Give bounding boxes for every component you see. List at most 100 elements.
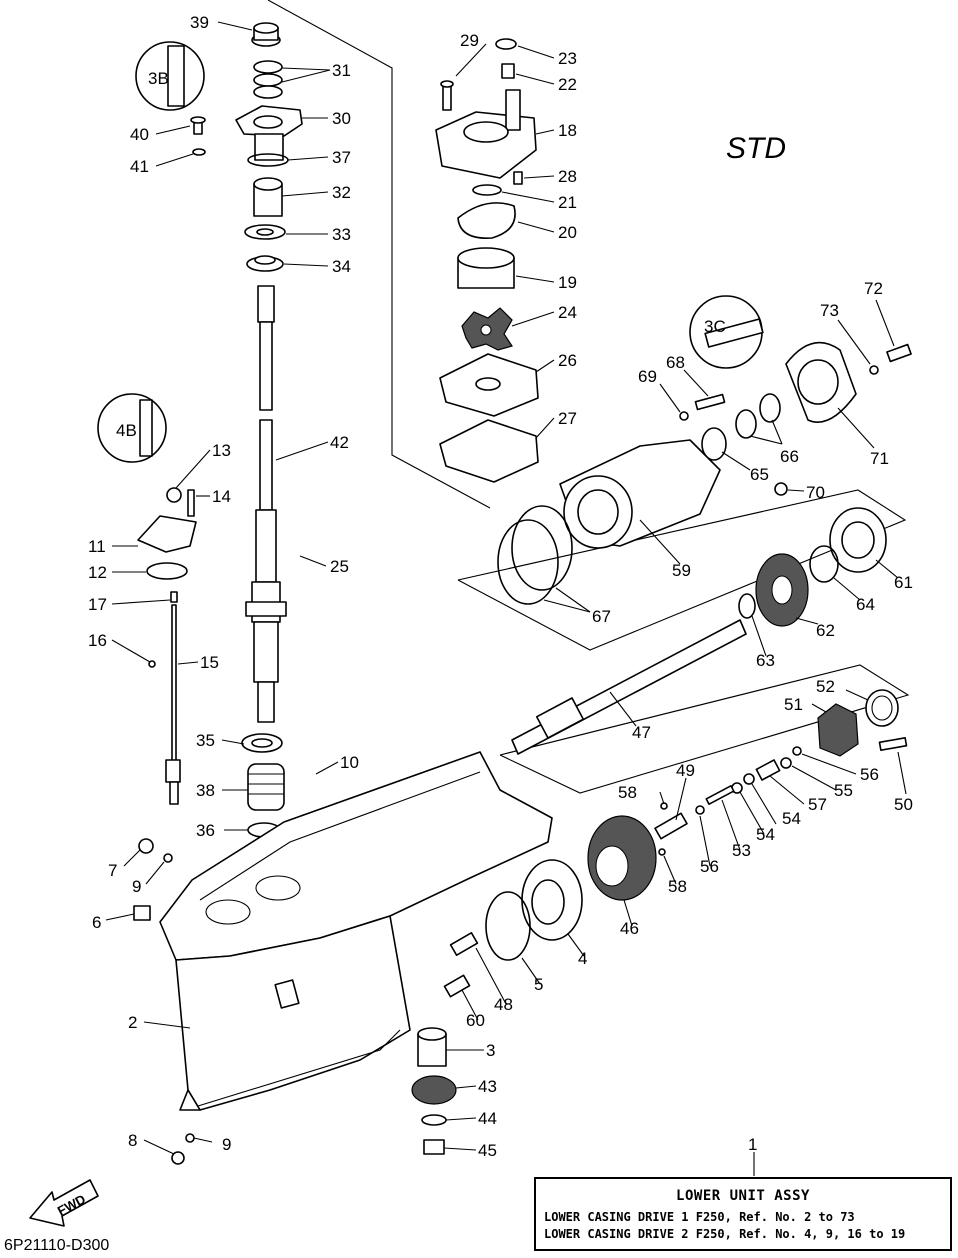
callout-8: 8 — [128, 1131, 137, 1150]
callout-67: 67 — [592, 607, 611, 626]
variant-label: STD — [726, 132, 786, 165]
callout-44: 44 — [478, 1109, 497, 1128]
propeller-shaft-group — [485, 619, 908, 961]
callout-71: 71 — [870, 449, 889, 468]
callout-53: 53 — [732, 841, 751, 860]
callout-10: 10 — [340, 753, 359, 772]
lower-casing — [133, 751, 553, 1165]
callout-66: 66 — [780, 447, 799, 466]
callout-36: 36 — [196, 821, 215, 840]
drawing-code: 6P21110-D300 — [4, 1237, 110, 1254]
callout-20: 20 — [558, 223, 577, 242]
callout-3: 3 — [486, 1041, 495, 1060]
callout-57: 57 — [808, 795, 827, 814]
fwd-arrow-icon: FWD — [29, 1179, 99, 1227]
callout-43: 43 — [478, 1077, 497, 1096]
callout-9a: 9 — [132, 877, 141, 896]
callout-32: 32 — [332, 183, 351, 202]
callout-7: 7 — [108, 861, 117, 880]
callout-72: 72 — [864, 279, 883, 298]
callout-33: 33 — [332, 225, 351, 244]
callout-54b: 54 — [756, 825, 775, 844]
callout-1: 1 — [748, 1135, 757, 1154]
lubricant-insets: 3B 4B 3C — [97, 41, 764, 463]
callout-29: 29 — [460, 31, 479, 50]
callout-63: 63 — [756, 651, 775, 670]
fwd-label: FWD — [55, 1191, 88, 1218]
callout-26: 26 — [558, 351, 577, 370]
callout-34: 34 — [332, 257, 351, 276]
callout-70: 70 — [806, 483, 825, 502]
callout-73: 73 — [820, 301, 839, 320]
prop-shaft-housing-group — [497, 341, 912, 627]
callout-15: 15 — [200, 653, 219, 672]
assembly-note-box: LOWER UNIT ASSY LOWER CASING DRIVE 1 F25… — [534, 1177, 952, 1251]
callout-21: 21 — [558, 193, 577, 212]
inset-label-3c: 3C — [704, 317, 726, 336]
water-pump-group — [435, 38, 539, 483]
callout-24: 24 — [558, 303, 577, 322]
callout-17: 17 — [88, 595, 107, 614]
callout-4: 4 — [578, 949, 587, 968]
callout-46: 46 — [620, 919, 639, 938]
callout-5: 5 — [534, 975, 543, 994]
callout-47: 47 — [632, 723, 651, 742]
callout-68: 68 — [666, 353, 685, 372]
shift-rod-group — [137, 487, 197, 805]
callout-55: 55 — [834, 781, 853, 800]
callout-30: 30 — [332, 109, 351, 128]
pinion-group — [411, 932, 479, 1155]
callout-48: 48 — [494, 995, 513, 1014]
callout-11: 11 — [88, 537, 106, 556]
callout-59: 59 — [672, 561, 691, 580]
assembly-line-2: LOWER CASING DRIVE 2 F250, Ref. No. 4, 9… — [544, 1227, 906, 1241]
callout-58a: 58 — [618, 783, 637, 802]
callout-69: 69 — [638, 367, 657, 386]
callout-12: 12 — [88, 563, 107, 582]
group-outlines — [267, 0, 910, 794]
callout-31: 31 — [332, 61, 351, 80]
callout-61: 61 — [894, 573, 913, 592]
callout-38: 38 — [196, 781, 215, 800]
leader-lines — [105, 21, 907, 1176]
drive-shaft-group — [190, 22, 303, 838]
callout-14: 14 — [212, 487, 231, 506]
callout-50: 50 — [894, 795, 913, 814]
callout-18: 18 — [558, 121, 577, 140]
callout-37: 37 — [332, 148, 351, 167]
callout-6: 6 — [92, 913, 101, 932]
callout-60: 60 — [466, 1011, 485, 1030]
callout-65: 65 — [750, 465, 769, 484]
callout-56a: 56 — [860, 765, 879, 784]
callout-62: 62 — [816, 621, 835, 640]
callout-49: 49 — [676, 761, 695, 780]
callout-27: 27 — [558, 409, 577, 428]
callout-19: 19 — [558, 273, 577, 292]
callout-25: 25 — [330, 557, 349, 576]
callout-40: 40 — [130, 125, 149, 144]
callout-52: 52 — [816, 677, 835, 696]
callout-13: 13 — [212, 441, 231, 460]
callout-41: 41 — [130, 157, 149, 176]
assembly-line-1: LOWER CASING DRIVE 1 F250, Ref. No. 2 to… — [544, 1210, 855, 1224]
callout-64: 64 — [856, 595, 875, 614]
inset-label-3b: 3B — [148, 69, 169, 88]
callout-42: 42 — [330, 433, 349, 452]
callout-16: 16 — [88, 631, 107, 650]
callout-58b: 58 — [668, 877, 687, 896]
callout-22: 22 — [558, 75, 577, 94]
callout-56b: 56 — [700, 857, 719, 876]
callout-numbers: 39 31 30 40 41 37 32 33 34 29 23 22 18 2… — [88, 13, 913, 1160]
callout-2: 2 — [128, 1013, 137, 1032]
callout-45: 45 — [478, 1141, 497, 1160]
callout-9b: 9 — [222, 1135, 231, 1154]
callout-39: 39 — [190, 13, 209, 32]
callout-28: 28 — [558, 167, 577, 186]
assembly-title: LOWER UNIT ASSY — [676, 1188, 810, 1204]
callout-51: 51 — [784, 695, 803, 714]
callout-54a: 54 — [782, 809, 801, 828]
callout-23: 23 — [558, 49, 577, 68]
callout-35: 35 — [196, 731, 215, 750]
inset-label-4b: 4B — [116, 421, 137, 440]
